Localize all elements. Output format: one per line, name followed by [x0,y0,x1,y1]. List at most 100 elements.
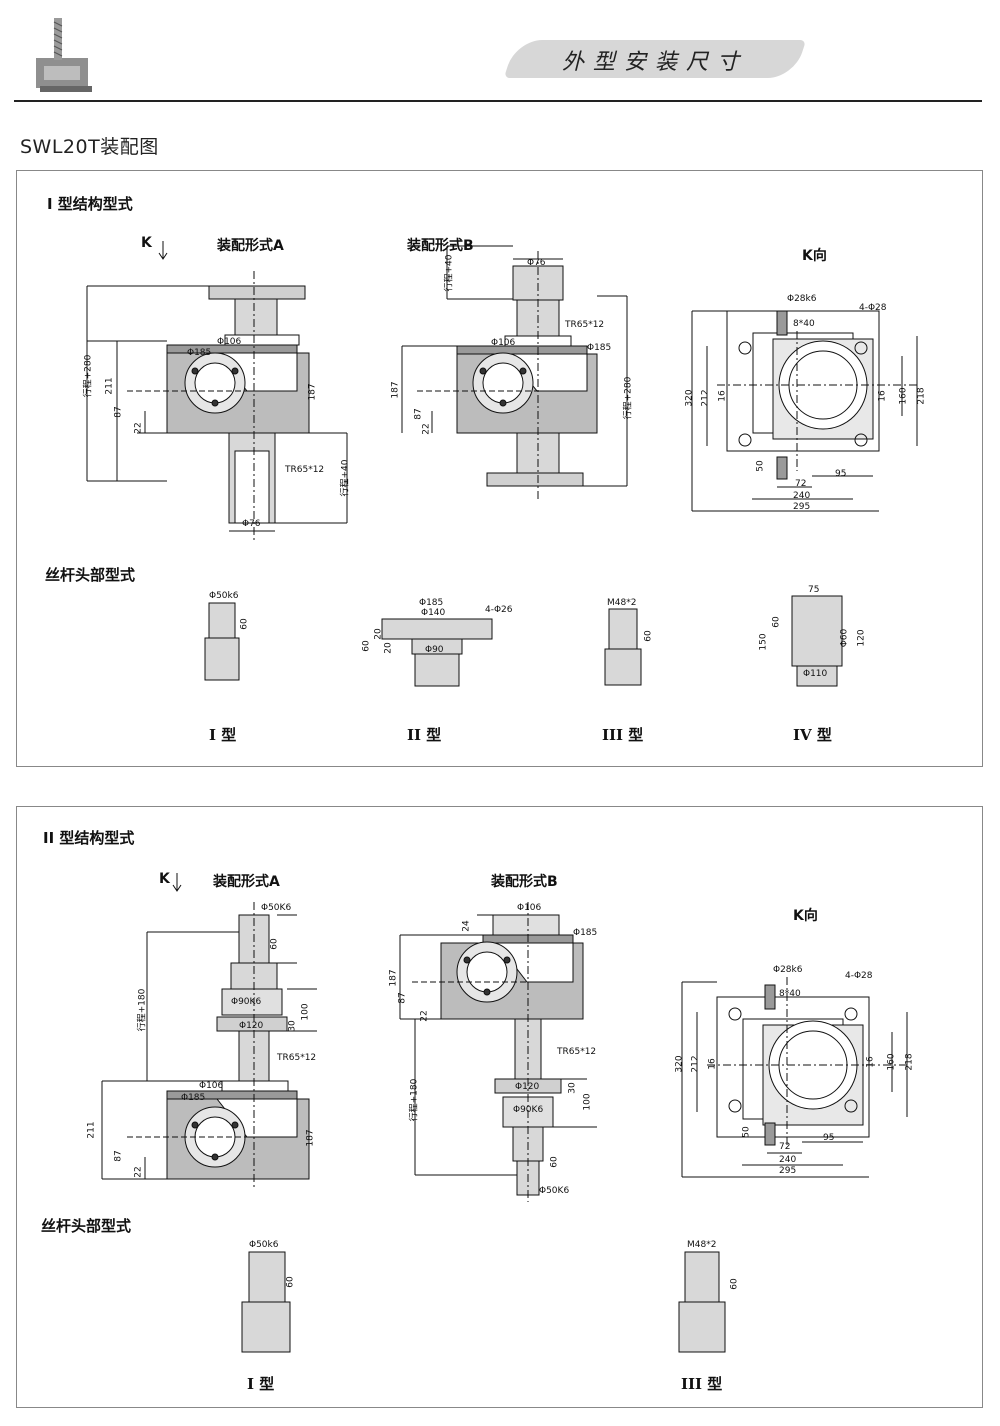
dim-label: Φ50k6 [249,1240,279,1250]
k-view-drawing [691,310,918,512]
dim-label: Φ106 [217,337,242,347]
dim-label: 50 [741,1126,752,1138]
dim-label: 240 [793,491,811,501]
dim-label: Φ50K6 [261,903,292,913]
head-type-label: III 型 [602,726,644,744]
dim-label: 16 [877,390,888,402]
section-1-drawings [86,241,918,687]
dim-label: 16 [865,1056,876,1068]
dim-label: Φ90 [425,645,444,655]
assembly-a-label: 装配形式A [217,238,284,254]
dim-label: Φ185 [587,343,612,353]
dim-label: 72 [795,479,807,489]
head-types-drawing [204,595,843,687]
dim-label: 212 [700,389,711,407]
assembly-a-drawing [86,271,348,541]
dim-label: Φ106 [517,903,542,913]
dim-label: M48*2 [607,598,637,608]
dim-label: 4-Φ28 [845,971,873,981]
dim-label: 218 [904,1053,915,1071]
dim-label: 行程+40 [340,459,351,497]
head-type-label: II 型 [407,726,442,744]
section-2-drawings [101,873,908,1353]
dim-label: 160 [898,387,909,405]
section-1-title: I 型结构型式 [47,195,133,213]
assembly-b-label: 装配形式B [491,874,558,890]
dim-label: 22 [419,1010,430,1022]
dim-label: Φ90K6 [231,997,262,1007]
dim-label: TR65*12 [557,1047,597,1057]
dim-label: Φ76 [527,258,546,268]
dim-label: 212 [690,1055,701,1073]
dim-label: 72 [779,1142,791,1152]
dim-label: 75 [808,585,820,595]
dim-label: Φ140 [421,608,446,618]
dim-label: 20 [383,642,394,654]
head-type-label: I 型 [209,726,237,744]
dim-label: 20 [373,628,384,640]
dim-label: TR65*12 [285,465,325,475]
dim-label: TR65*12 [565,320,605,330]
k-view-label: K向 [793,908,818,924]
assembly-a-drawing-2 [101,902,317,1187]
header-logo-jack [36,18,92,92]
head-type-label: III 型 [681,1375,723,1393]
dim-label: 行程+280 [83,354,94,398]
dim-label: 8*40 [779,989,801,999]
dim-label: 4-Φ28 [859,303,887,313]
dim-label: 100 [300,1003,311,1021]
dim-label: 24 [461,920,472,932]
dim-label: 行程+40 [444,254,455,292]
head-type-label: IV 型 [793,726,832,744]
dim-label: 87 [113,406,124,418]
dim-label: 187 [388,969,399,987]
assembly-a-label: 装配形式A [213,874,280,890]
dim-label: 行程+180 [137,988,148,1032]
dim-label: Φ185 [573,928,598,938]
dim-label: 160 [886,1053,897,1071]
dim-label: 30 [287,1020,298,1032]
dim-label: 22 [421,423,432,435]
k-view-label: K向 [802,248,827,264]
dim-label: 150 [758,633,769,651]
head-types-drawing-2 [241,1251,726,1353]
dim-label: 60 [549,1156,560,1168]
assembly-b-label: 装配形式B [407,238,474,254]
k-direction-label: K [159,871,170,887]
dim-label: Φ185 [187,348,212,358]
dim-label: TR65*12 [277,1053,317,1063]
dim-label: Φ185 [181,1093,206,1103]
dim-label: 16 [707,1058,718,1070]
dim-label: 211 [104,377,115,395]
dim-label: 295 [793,502,811,512]
dim-label: 320 [684,389,695,407]
dim-label: Φ106 [491,338,516,348]
dim-label: 8*40 [793,319,815,329]
header-rule [14,100,982,102]
dim-label: 60 [771,616,782,628]
dim-label: 4-Φ26 [485,605,513,615]
dim-label: Φ50K6 [539,1186,570,1196]
dim-label: 16 [717,390,728,402]
dim-label: 100 [582,1093,593,1111]
dim-label: 60 [239,618,250,630]
dim-label: 60 [361,640,372,652]
dim-label: Φ90K6 [513,1105,544,1115]
dim-label: 22 [133,422,144,434]
dim-label: 60 [643,630,654,642]
dim-label: 行程+280 [623,376,634,420]
head-type-label: I 型 [247,1375,275,1393]
page-title: 外型安装尺寸 [561,50,748,75]
dim-label: 60 [729,1278,740,1290]
assembly-b-drawing [401,245,628,501]
section-1-panel: I 型结构型式 K 装配形式A 装配形式B K向 Φ106 Φ185 TR65*… [16,170,983,767]
page-subtitle: SWL20T装配图 [20,136,159,158]
dim-label: 22 [133,1166,144,1178]
dim-label: 218 [916,387,927,405]
dim-label: Φ28k6 [773,965,803,975]
dim-label: 60 [269,938,280,950]
dim-label: 187 [305,1129,316,1147]
dim-label: 87 [397,992,408,1004]
dim-label: 120 [856,629,867,647]
head-types-title: 丝杆头部型式 [41,1217,132,1235]
